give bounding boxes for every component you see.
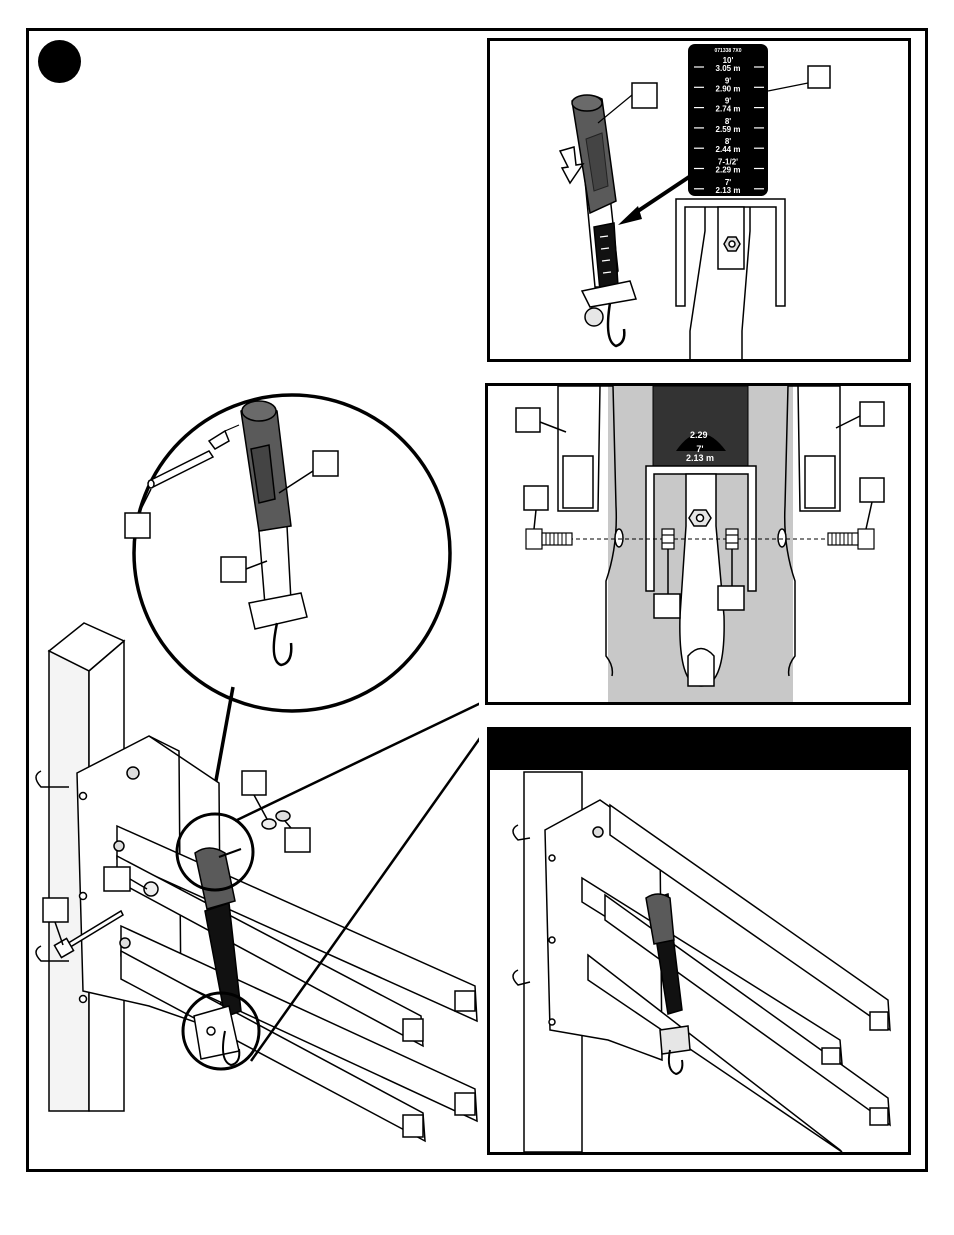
scale-marks: 10'3.05 m9'2.90 m9'2.74 m8'2.59 m8'2.44 … (694, 56, 764, 195)
scale-mark-m: 2.29 m (716, 166, 741, 175)
scale-mark-m: 2.13 m (716, 186, 741, 195)
detail-leader-upper (234, 702, 479, 823)
inner-bracket (645, 465, 757, 687)
detail-scale-m: 2.13 m (686, 453, 714, 463)
scale-mark-m: 3.05 m (716, 64, 741, 73)
bolt-detail-panel: 2.29 7' 2.13 m (485, 383, 911, 705)
scale-mark-m: 2.90 m (716, 84, 741, 93)
detail-scale-ft: 7' (696, 444, 703, 454)
support-arms-completed (581, 803, 891, 1152)
left-nut (661, 528, 675, 550)
zoom-circle-lower (181, 991, 261, 1071)
tube-completed (645, 892, 691, 1076)
main-assembly-illustration (35, 393, 479, 1143)
right-tube-section (777, 386, 841, 548)
callout-box-bolt (42, 897, 69, 923)
right-bolt (827, 528, 875, 550)
scale-mark-ft: 7' (725, 178, 731, 187)
installed-tube (194, 847, 242, 1019)
long-bolt (53, 881, 159, 959)
magnified-tube (240, 400, 308, 667)
callout-box-right-tube (859, 401, 885, 427)
scale-mark-ft: 7-1/2' (718, 158, 738, 167)
callout-box-left-bolt (523, 485, 549, 511)
adjustment-tube (571, 94, 637, 348)
support-arms (113, 824, 478, 1143)
washer-nut (261, 810, 291, 830)
callout-box-tube (631, 82, 658, 109)
left-tube-section (557, 386, 624, 548)
callout-box-washer-small (103, 866, 131, 892)
callout-box-tube-lower (220, 556, 247, 583)
callout-box-right-bolt (859, 477, 885, 503)
left-bolt (525, 528, 573, 550)
scale-mark-m: 2.74 m (716, 105, 741, 114)
zoom-circle-upper (175, 812, 255, 892)
callout-box-pin (124, 512, 151, 539)
scale-mark-ft: 9' (725, 76, 731, 85)
scale-mark-ft: 9' (725, 97, 731, 106)
upright-pole (675, 198, 786, 359)
lower-bracket-detail (193, 1005, 241, 1067)
callout-box-left-tube (515, 407, 541, 433)
scale-mark-ft: 8' (725, 137, 731, 146)
center-scale-tab: 2.29 7' 2.13 m (652, 386, 749, 467)
height-scale-strip: 071338 7X0 10'3.05 m9'2.90 m9'2.74 m8'2.… (688, 44, 768, 196)
scale-mark-ft: 10' (723, 56, 734, 65)
scale-mark-m: 2.59 m (716, 125, 741, 134)
scale-header-text: 071338 7X0 (715, 48, 742, 54)
detail-leader-lower (249, 737, 479, 1062)
callout-box-right-nut (717, 585, 745, 611)
callouts-detail (515, 401, 885, 619)
outer-frame (26, 28, 928, 1172)
scale-mark-ft: 8' (725, 117, 731, 126)
completed-header-bar (490, 730, 908, 770)
pin-rod (147, 424, 240, 489)
callout-box-nut (284, 827, 311, 853)
callout-box-left-nut (653, 593, 681, 619)
callout-box-scale (807, 65, 831, 89)
magnified-tube-detail (124, 393, 452, 713)
tube-callout-line (597, 94, 633, 124)
callouts-magnified (124, 450, 339, 583)
callouts-main (42, 770, 311, 946)
step-number-circle (38, 40, 81, 83)
scale-callout-line (767, 82, 809, 92)
callout-box-grip (312, 450, 339, 477)
detail-scale-partial: 2.29 (690, 430, 708, 440)
down-arrow-icon (558, 146, 585, 185)
right-nut (725, 528, 739, 550)
scale-mark-m: 2.44 m (716, 145, 741, 154)
pointer-arrow-icon (618, 169, 700, 225)
callout-box-washer (241, 770, 267, 796)
completed-assembly-panel (487, 727, 911, 1155)
